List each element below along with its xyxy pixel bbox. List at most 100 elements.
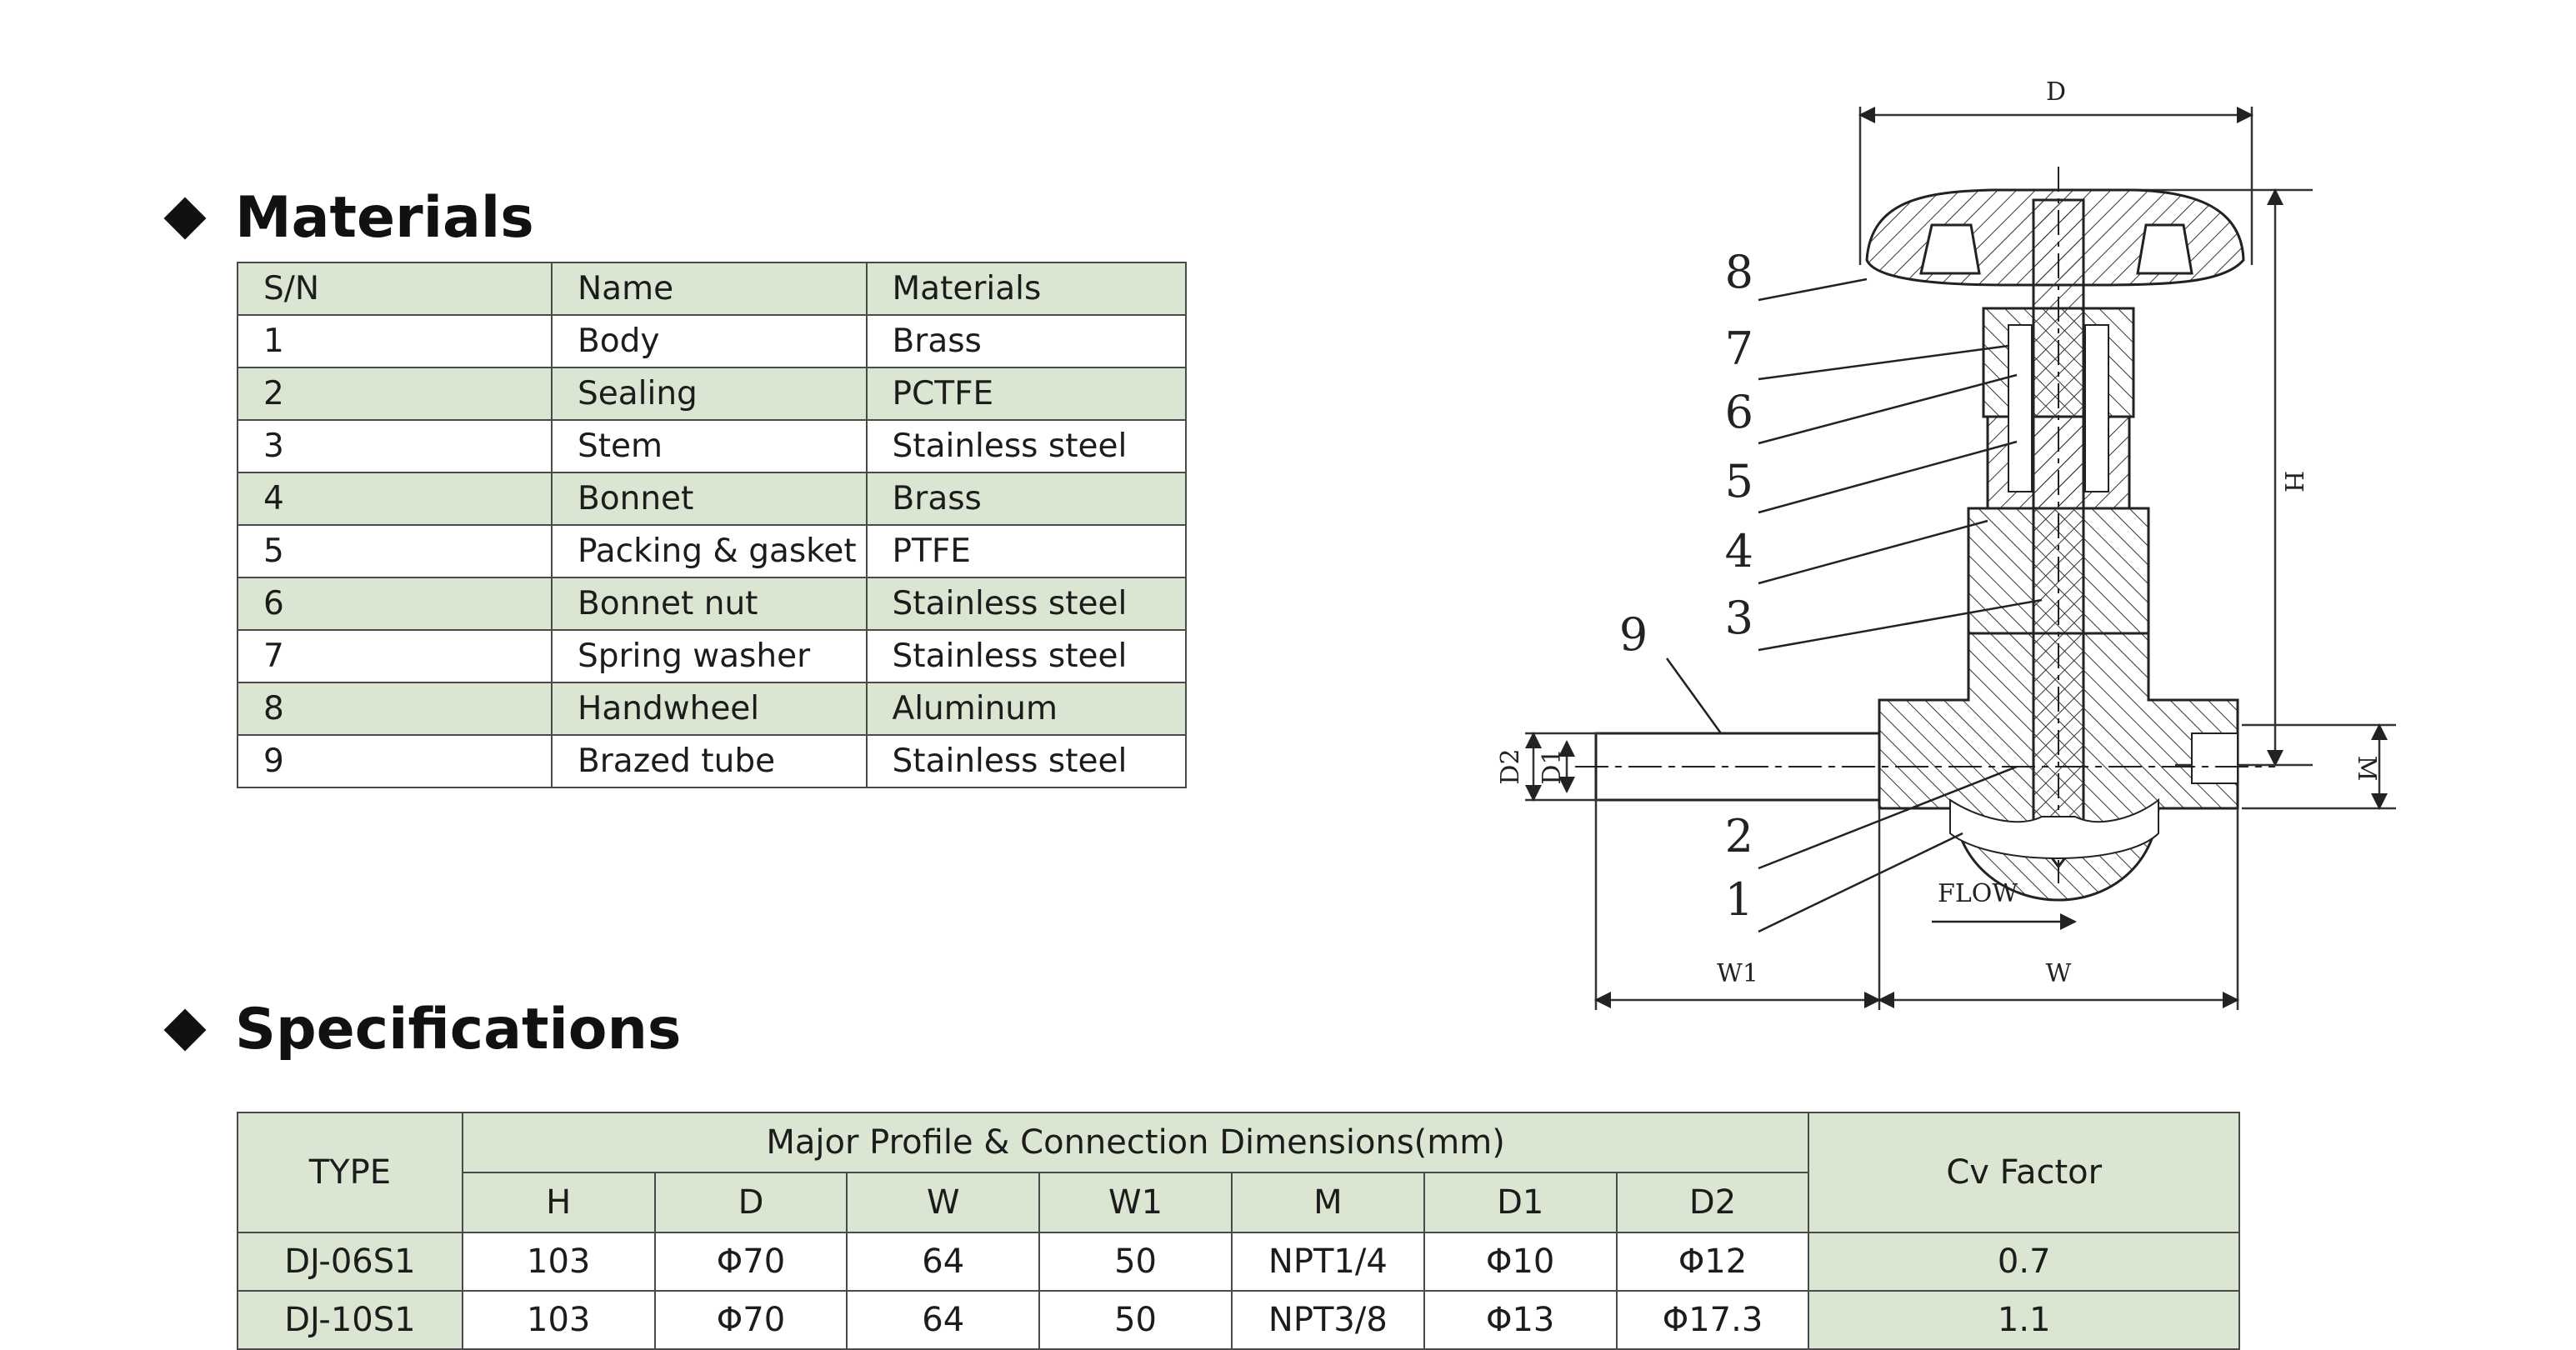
sn-cell: 2 xyxy=(237,367,553,421)
callout-7: 7 xyxy=(1725,322,1753,375)
callout-3: 3 xyxy=(1725,592,1753,644)
table-row: 8 Handwheel Aluminum xyxy=(237,682,1188,736)
table-row: 3 Stem Stainless steel xyxy=(237,419,1188,473)
dimension-d xyxy=(1858,107,2253,265)
name-cell: Stem xyxy=(551,419,868,473)
w-cell: 64 xyxy=(846,1290,1041,1350)
name-cell: Spring washer xyxy=(551,629,868,683)
dim-header-w: W xyxy=(846,1172,1041,1233)
table-row: DJ-06S1 103 Φ70 64 50 NPT1/4 Φ10 Φ12 0.7 xyxy=(237,1232,2240,1292)
cv-cell: 1.1 xyxy=(1808,1290,2240,1350)
materials-header-row: S/N Name Materials xyxy=(237,262,1188,316)
m-cell: NPT1/4 xyxy=(1230,1232,1425,1292)
callout-8: 8 xyxy=(1725,246,1753,298)
sn-cell: 6 xyxy=(237,577,553,631)
dimension-label-m: M xyxy=(2352,756,2381,782)
materials-heading: Materials xyxy=(163,185,534,251)
dim-header-w1: W1 xyxy=(1038,1172,1233,1233)
dim-header-d2: D2 xyxy=(1615,1172,1810,1233)
w1-cell: 50 xyxy=(1038,1290,1233,1350)
dim-header-h: H xyxy=(461,1172,656,1233)
type-cell: DJ-10S1 xyxy=(237,1290,463,1350)
packing-right xyxy=(2084,324,2109,492)
d-cell: Φ70 xyxy=(653,1290,848,1350)
h-cell: 103 xyxy=(461,1232,656,1292)
cv-factor-header: Cv Factor xyxy=(1808,1112,2240,1233)
table-row: 4 Bonnet Brass xyxy=(237,472,1188,526)
sn-cell: 3 xyxy=(237,419,553,473)
table-row: 6 Bonnet nut Stainless steel xyxy=(237,577,1188,631)
materials-heading-text: Materials xyxy=(235,185,534,251)
dim-header-d: D xyxy=(653,1172,848,1233)
material-cell: Stainless steel xyxy=(865,629,1188,683)
dim-header-m: M xyxy=(1230,1172,1425,1233)
dimension-label-w: W xyxy=(2046,959,2072,988)
callout-9: 9 xyxy=(1619,608,1648,661)
material-cell: Brass xyxy=(865,472,1188,526)
dimension-label-d2: D2 xyxy=(1496,748,1525,784)
column-header-sn: S/N xyxy=(237,262,553,316)
material-cell: Brass xyxy=(865,314,1188,368)
materials-table: S/N Name Materials 1 Body Brass 2 Sealin… xyxy=(237,262,1188,788)
packing xyxy=(2008,324,2033,492)
material-cell: Stainless steel xyxy=(865,577,1188,631)
name-cell: Bonnet xyxy=(551,472,868,526)
spec-header-row: TYPE Major Profile & Connection Dimensio… xyxy=(237,1112,2240,1233)
table-row: 5 Packing & gasket PTFE xyxy=(237,524,1188,578)
name-cell: Sealing xyxy=(551,367,868,421)
name-cell: Packing & gasket xyxy=(551,524,868,578)
handwheel-recess-right xyxy=(2136,223,2193,275)
sn-cell: 5 xyxy=(237,524,553,578)
dimensions-group-header: Major Profile & Connection Dimensions(mm… xyxy=(461,1112,1810,1173)
sn-cell: 1 xyxy=(237,314,553,368)
d-cell: Φ70 xyxy=(653,1232,848,1292)
material-cell: Aluminum xyxy=(865,682,1188,736)
callout-2: 2 xyxy=(1725,810,1753,862)
name-cell: Bonnet nut xyxy=(551,577,868,631)
specifications-heading-text: Specifications xyxy=(235,997,682,1062)
w-cell: 64 xyxy=(846,1232,1041,1292)
sn-cell: 8 xyxy=(237,682,553,736)
w1-cell: 50 xyxy=(1038,1232,1233,1292)
callout-leaders xyxy=(1665,278,2043,933)
material-cell: PTFE xyxy=(865,524,1188,578)
diamond-bullet-icon xyxy=(163,197,207,239)
sn-cell: 7 xyxy=(237,629,553,683)
d2-cell: Φ12 xyxy=(1615,1232,1810,1292)
type-cell: DJ-06S1 xyxy=(237,1232,463,1292)
name-cell: Handwheel xyxy=(551,682,868,736)
dimension-w-w1 xyxy=(1594,800,2239,1010)
outlet-port xyxy=(2191,732,2238,784)
name-cell: Brazed tube xyxy=(551,734,868,788)
name-cell: Body xyxy=(551,314,868,368)
specifications-table: TYPE Major Profile & Connection Dimensio… xyxy=(237,1112,2240,1350)
specifications-heading: Specifications xyxy=(163,997,681,1062)
table-row: 9 Brazed tube Stainless steel xyxy=(237,734,1188,788)
dim-header-d1: D1 xyxy=(1423,1172,1618,1233)
callout-1: 1 xyxy=(1725,873,1753,926)
spec-subheader-row: H D W W1 M D1 D2 xyxy=(238,1172,2239,1233)
table-row: 2 Sealing PCTFE xyxy=(237,367,1188,421)
valve-section-drawing: D H M D2 D1 xyxy=(1496,78,2396,1010)
dimension-label-h: H xyxy=(2278,471,2308,492)
table-row: 1 Body Brass xyxy=(237,314,1188,368)
column-header-materials: Materials xyxy=(865,262,1188,316)
callout-4: 4 xyxy=(1725,525,1753,578)
diamond-bullet-icon xyxy=(163,1008,207,1051)
sn-cell: 9 xyxy=(237,734,553,788)
d1-cell: Φ13 xyxy=(1423,1290,1618,1350)
d1-cell: Φ10 xyxy=(1423,1232,1618,1292)
d2-cell: Φ17.3 xyxy=(1615,1290,1810,1350)
cv-cell: 0.7 xyxy=(1808,1232,2240,1292)
dimension-label-d: D xyxy=(2046,78,2066,107)
flow-label: FLOW xyxy=(1938,879,2018,908)
material-cell: Stainless steel xyxy=(865,419,1188,473)
h-cell: 103 xyxy=(461,1290,656,1350)
callout-5: 5 xyxy=(1725,455,1753,508)
material-cell: Stainless steel xyxy=(865,734,1188,788)
handwheel-recess-left xyxy=(1919,223,1981,275)
dimension-label-d1: D1 xyxy=(1538,748,1567,784)
table-row: DJ-10S1 103 Φ70 64 50 NPT3/8 Φ13 Φ17.3 1… xyxy=(237,1290,2240,1350)
dimension-label-w1: W1 xyxy=(1717,959,1758,988)
callout-6: 6 xyxy=(1725,386,1753,438)
